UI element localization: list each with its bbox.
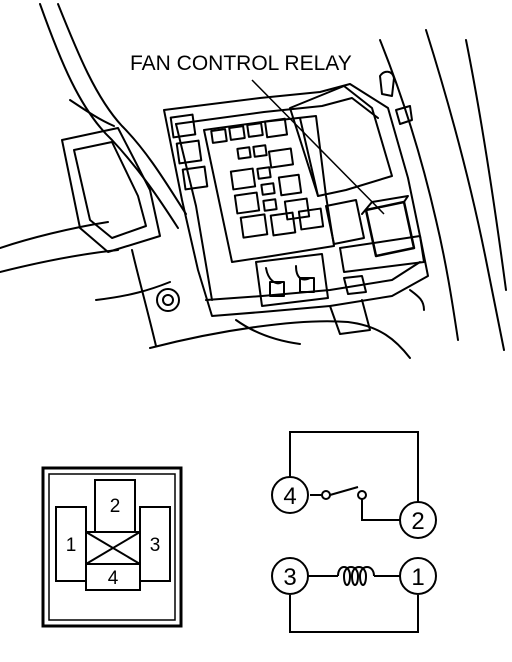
right-panel-curve-2	[425, 29, 505, 351]
terminal-4-label: 4	[283, 483, 296, 510]
pin-4-label: 4	[108, 568, 119, 589]
switch-contact-moving	[357, 490, 367, 500]
fuse	[260, 182, 276, 196]
relay-base	[339, 235, 425, 273]
fan-control-relay-block	[364, 200, 416, 258]
fuse	[246, 122, 264, 138]
terminal-1-circle	[399, 557, 437, 595]
fuse-slot	[175, 139, 203, 165]
fuse	[267, 147, 295, 169]
body-panel-edge	[69, 99, 115, 127]
connector-latch	[299, 277, 315, 293]
mounting-bolt	[156, 288, 180, 312]
relay-body-cross	[85, 531, 141, 565]
connector-outer-frame	[41, 466, 183, 628]
connector-pin	[265, 265, 311, 285]
reservoir-inner	[73, 141, 147, 239]
fuse	[228, 125, 246, 141]
pin-3-label: 3	[150, 535, 161, 556]
terminal-4-circle	[271, 476, 309, 514]
terminal-3-label: 3	[283, 564, 296, 591]
schematic-outline-wire	[289, 431, 419, 505]
pin-1-label: 1	[66, 535, 77, 556]
connector-housing	[255, 253, 329, 307]
fuse-box-side	[175, 123, 213, 301]
fuse	[262, 198, 278, 212]
bracket-line	[95, 281, 171, 301]
mount-bracket	[329, 299, 371, 335]
harness-line	[149, 320, 411, 359]
fuse-slot	[169, 113, 197, 139]
connector-face-view	[41, 466, 183, 628]
fuse	[236, 146, 252, 160]
fuse-box-top-edge	[175, 97, 379, 125]
callout-leader-line	[251, 79, 385, 215]
fuse	[210, 128, 228, 144]
top-clip	[379, 70, 395, 97]
harness-line-2	[235, 319, 301, 345]
switch-wire-right	[361, 499, 400, 521]
coil-winding	[337, 566, 375, 586]
pin-4-terminal	[85, 563, 141, 591]
fuse	[252, 144, 268, 158]
side-clip	[395, 105, 413, 125]
body-panel-outline	[39, 3, 179, 229]
relay-schematic	[271, 431, 437, 633]
right-panel-curve	[379, 39, 459, 341]
schematic-terminal-labels: 4 2 3 1	[283, 483, 424, 591]
switch-blade	[329, 486, 359, 496]
mounting-bolt-center	[162, 294, 174, 306]
fuse	[277, 173, 303, 197]
terminal-2-circle	[399, 501, 437, 539]
fuse	[229, 167, 257, 191]
connector-latch	[269, 281, 285, 297]
hose-line-lower	[0, 249, 119, 273]
fan-control-relay-top	[361, 195, 409, 215]
relay-socket	[325, 199, 365, 245]
fuse	[297, 207, 325, 231]
cable-line	[131, 249, 157, 347]
relay-housing-edge	[299, 117, 319, 197]
fuse	[263, 117, 289, 139]
connector-inner-frame	[48, 473, 176, 621]
body-panel-outline-inner	[57, 3, 187, 215]
terminal-2-label: 2	[411, 508, 424, 535]
terminal-3-circle	[271, 557, 309, 595]
fuse	[269, 211, 297, 237]
reservoir-outline	[61, 127, 161, 253]
connector-clip	[343, 275, 367, 295]
engine-bay-illustration	[0, 3, 507, 359]
schematic-outline-wire-lower	[289, 595, 419, 633]
fuse	[239, 213, 269, 239]
fuse	[283, 197, 311, 221]
fuse	[256, 166, 272, 180]
fuse	[233, 191, 261, 215]
right-panel-curve-3	[465, 39, 507, 291]
pin-2-label: 2	[110, 496, 121, 517]
switch-contact-fixed	[321, 490, 331, 500]
fuse-box-outline	[163, 83, 429, 317]
fuse-box-lower-edge	[205, 261, 421, 301]
fuse-slot	[181, 165, 209, 191]
hose-line	[0, 221, 109, 249]
terminal-1-label: 1	[411, 564, 424, 591]
right-bracket	[409, 289, 425, 311]
connector-pin-labels: 2 1 3 4	[66, 496, 161, 589]
fan-control-relay-label: FAN CONTROL RELAY	[130, 52, 352, 75]
